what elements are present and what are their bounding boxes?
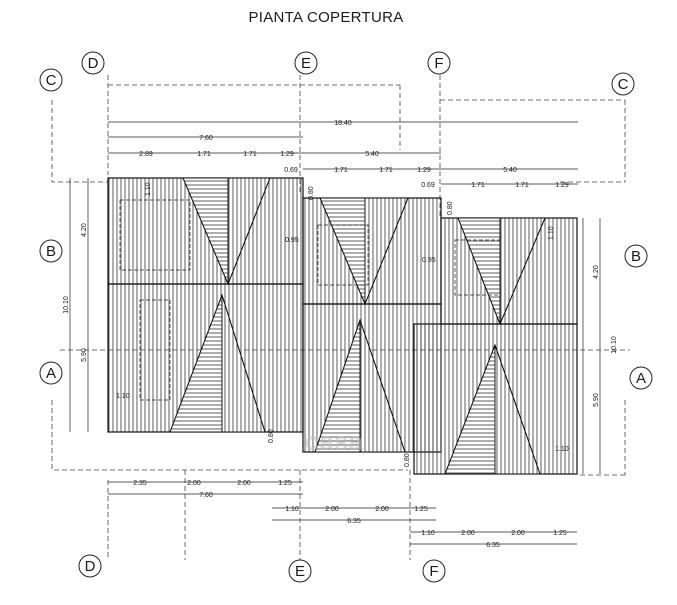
dim-bottom-r2-3: 1.25 <box>414 506 428 513</box>
axis-label-c-right: C <box>618 76 629 93</box>
dim-5-40-a: 5.40 <box>365 151 379 158</box>
dim-5-40-b: 5.40 <box>503 167 517 174</box>
dim-right-total: 10.10 <box>611 336 618 354</box>
axis-label-a-left: A <box>46 365 56 382</box>
inner-1-10-a: 1.10 <box>145 182 152 196</box>
dim-0-69-b: 0.69 <box>421 182 435 189</box>
dim-1-29-c: 1.29 <box>555 182 569 189</box>
dim-1-71-d: 1.71 <box>379 167 393 174</box>
dim-right-lower: 5.90 <box>593 393 600 407</box>
watermark-text: casa <box>305 426 363 456</box>
inner-1-10-c: 1.10 <box>116 393 130 400</box>
inner-0-80-b: 0.80 <box>447 201 454 215</box>
dim-bottom-r1-total: 7.60 <box>199 492 213 499</box>
dim-bottom-r2-total: 6.35 <box>347 518 361 525</box>
dim-bottom-r2-1: 2.00 <box>325 506 339 513</box>
dim-1-29-a: 1.29 <box>280 151 294 158</box>
axis-label-d-bottom: D <box>85 558 96 575</box>
dim-bottom-r1-2: 2.00 <box>237 480 251 487</box>
inner-1-10-b: 1.10 <box>548 226 555 240</box>
dim-1-71-c: 1.71 <box>334 167 348 174</box>
dim-1-71-a: 1.71 <box>197 151 211 158</box>
drawing-title: PIANTA COPERTURA <box>248 9 403 26</box>
axis-label-a-right: A <box>636 370 646 387</box>
dim-bottom-r1-1: 2.00 <box>187 480 201 487</box>
dim-bottom-r2-2: 2.00 <box>375 506 389 513</box>
dim-bottom-r3-2: 2.00 <box>511 530 525 537</box>
dim-7-60: 7.60 <box>199 135 213 142</box>
dim-1-29-b: 1.29 <box>417 167 431 174</box>
dim-bottom-r3-3: 1.25 <box>553 530 567 537</box>
dimension-lines <box>69 121 601 545</box>
building-left <box>107 177 304 433</box>
axis-label-c-left: C <box>46 72 57 89</box>
dim-1-71-e: 1.71 <box>471 182 485 189</box>
axis-label-b-left: B <box>46 243 56 260</box>
axis-label-d-top: D <box>88 55 99 72</box>
dim-bottom-r2-0: 1.10 <box>285 506 299 513</box>
dim-bottom-r3-0: 1.10 <box>421 530 435 537</box>
dim-bottom-r1-0: 2.35 <box>133 480 147 487</box>
axis-label-e-bottom: E <box>295 563 305 580</box>
axis-label-f-bottom: F <box>429 563 438 580</box>
inner-0-80-a: 0.80 <box>308 186 315 200</box>
dim-1-71-f: 1.71 <box>515 182 529 189</box>
axis-label-b-right: B <box>631 248 641 265</box>
dim-bottom-r1-3: 1.25 <box>278 480 292 487</box>
dim-total-top: 18.40 <box>334 120 352 127</box>
axis-label-e-top: E <box>301 55 311 72</box>
dim-left-total: 10.10 <box>63 296 70 314</box>
dim-2-89: 2.89 <box>139 151 153 158</box>
dim-1-71-b: 1.71 <box>243 151 257 158</box>
dim-left-upper: 4.20 <box>81 223 88 237</box>
inner-0-95-a: 0.95 <box>285 237 299 244</box>
building-right <box>413 217 578 475</box>
axis-label-f-top: F <box>434 55 443 72</box>
dim-left-lower: 5.90 <box>81 348 88 362</box>
inner-0-80-d: 0.80 <box>404 453 411 467</box>
dim-right-upper: 4.20 <box>593 265 600 279</box>
dim-0-69-a: 0.69 <box>284 167 298 174</box>
inner-0-95-b: 0.95 <box>422 257 436 264</box>
dim-bottom-r3-1: 2.00 <box>461 530 475 537</box>
axis-bubbles <box>39 51 653 583</box>
dim-bottom-r3-total: 6.35 <box>486 542 500 549</box>
inner-1-10-d: 1.10 <box>555 446 569 453</box>
inner-0-80-c: 0.80 <box>268 429 275 443</box>
